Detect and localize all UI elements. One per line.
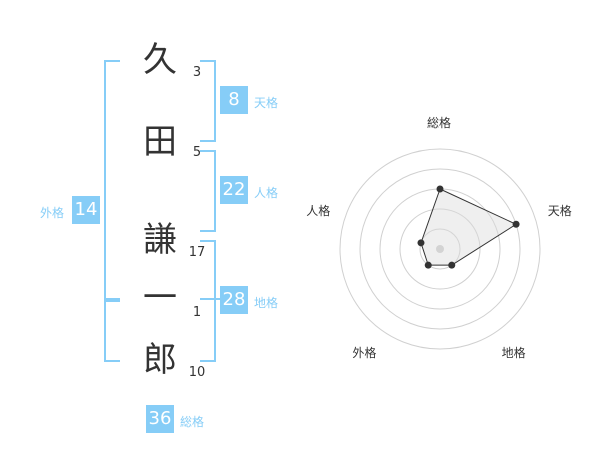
chikaku-value: 28 [220, 286, 248, 314]
stroke-count-2: 5 [192, 145, 202, 160]
radar-ring [359, 168, 521, 330]
radar-axis-label: 天格 [547, 203, 572, 218]
radar-point-3 [448, 261, 456, 269]
soukaku-label: 総格 [180, 415, 205, 429]
name-char-1: 久 [143, 40, 177, 80]
tenkaku-label: 天格 [254, 96, 279, 110]
radar-ring [399, 208, 481, 290]
radar-axis-label: 人格 [306, 203, 331, 218]
name-char-3: 謙 [143, 220, 177, 260]
chikaku-connector [214, 298, 220, 300]
jinkaku-label: 人格 [254, 186, 279, 200]
radar-point-5 [417, 239, 425, 247]
stroke-count-1: 3 [192, 65, 202, 80]
soukaku-value: 36 [146, 405, 174, 433]
name-char-5: 郎 [143, 340, 177, 380]
gaikaku-bracket-top [104, 60, 120, 302]
radar-axis-label: 総格 [427, 116, 452, 130]
gaikaku-label: 外格 [40, 206, 65, 220]
name-char-2: 田 [143, 122, 177, 162]
chikaku-bracket-bottom [200, 298, 216, 362]
gaikaku-bracket-bottom [104, 298, 120, 362]
jinkaku-bracket [200, 150, 216, 232]
name-char-4: 一 [143, 278, 177, 318]
jinkaku-value: 22 [220, 176, 248, 204]
radar-point-1 [436, 185, 444, 193]
radar-center-dot [436, 245, 444, 253]
radar-polygon [420, 188, 518, 266]
radar-ring [419, 228, 461, 270]
tenkaku-value: 8 [220, 86, 248, 114]
stroke-count-5: 10 [188, 365, 206, 380]
radar-axis-label: 地格 [501, 345, 526, 360]
tenkaku-bracket [200, 60, 216, 142]
gaikaku-value: 14 [72, 196, 100, 224]
stroke-count-4: 1 [192, 305, 202, 320]
chikaku-bracket-top [200, 240, 216, 300]
radar-ring [339, 148, 541, 350]
radar-point-4 [424, 261, 432, 269]
stroke-count-3: 17 [188, 245, 206, 260]
radar-axis-label: 外格 [352, 345, 377, 360]
radar-point-2 [512, 220, 520, 228]
chikaku-label: 地格 [254, 296, 279, 310]
